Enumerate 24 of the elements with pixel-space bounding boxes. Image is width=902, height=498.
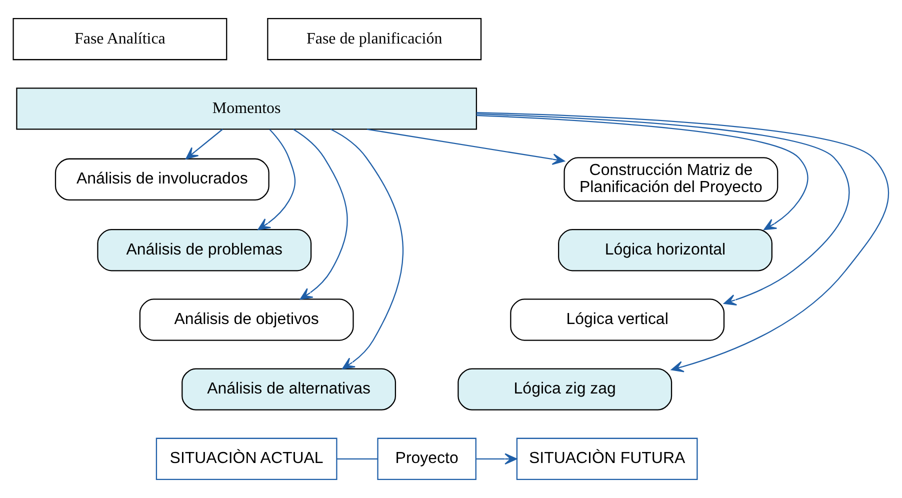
node-box: Análisis de objetivos (139, 298, 354, 341)
connector (336, 458, 378, 460)
node-box: Proyecto (377, 438, 476, 480)
arrow (293, 128, 348, 300)
node-box: Análisis de involucrados (54, 158, 270, 201)
node-box: Lógica zig zag (458, 368, 672, 410)
arrow (476, 453, 518, 465)
arrow (476, 112, 889, 372)
arrow (330, 128, 404, 370)
arrow (366, 128, 565, 165)
node-box: Momentos (16, 88, 478, 130)
node-box: SITUACIÒN FUTURA (516, 438, 698, 480)
arrow (476, 114, 808, 230)
node-box: Lógica horizontal (558, 229, 772, 272)
node-box: Construcción Matriz de Planificación del Proyecto (564, 157, 778, 202)
node-box: SITUACIÒN ACTUAL (156, 438, 338, 480)
node-box: Análisis de alternativas (182, 368, 396, 410)
node-box: Lógica vertical (510, 298, 725, 341)
arrow (258, 129, 296, 230)
node-box: Fase de planificación (267, 18, 482, 60)
node-box: Fase Analítica (12, 18, 228, 60)
arrow (186, 128, 223, 160)
arrow (476, 113, 850, 306)
node-box: Análisis de problemas (97, 229, 312, 272)
